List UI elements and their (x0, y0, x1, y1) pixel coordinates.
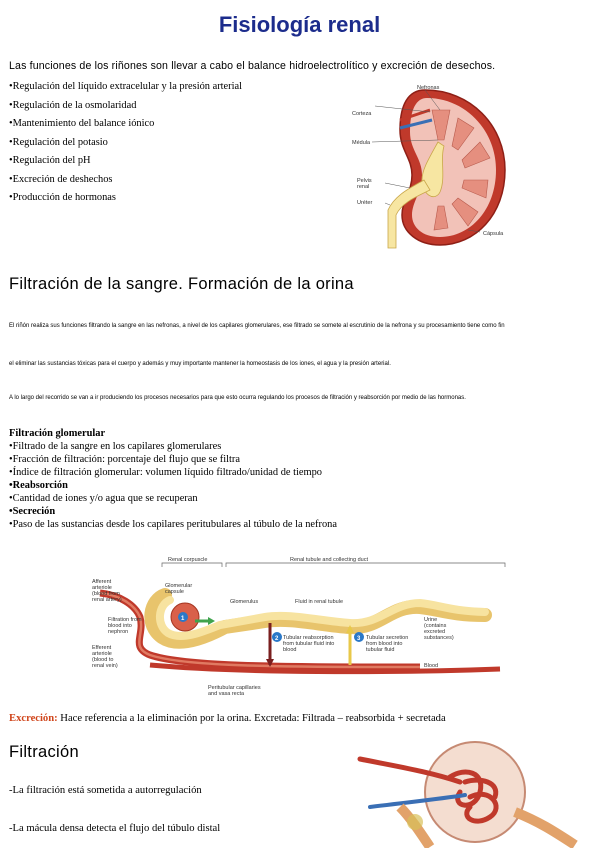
filtracion-line: -La filtración está sometida a autorregu… (9, 785, 202, 796)
label-pelvis: Pelvis (357, 178, 372, 184)
label-filtration: blood into (108, 623, 132, 629)
renal-corpuscle-illustration (357, 741, 578, 848)
list-item: •Secreción (9, 506, 56, 517)
label-afferent: renal artery) (92, 597, 122, 603)
section-title: Filtración (9, 743, 79, 761)
paragraph: El riñón realiza sus funciones filtrando… (9, 323, 505, 329)
label-urine: (contains (424, 623, 447, 629)
label-urine: excreted (424, 629, 445, 635)
label-nefronas: Nefronas (417, 85, 440, 91)
list-item: •Cantidad de iones y/o agua que se recup… (9, 493, 198, 504)
label-efferent: (blood to (92, 657, 113, 663)
label-peritubular: Peritubular capillaries (208, 685, 261, 691)
list-item: •Producción de hormonas (9, 192, 116, 203)
label-renal-tubule: Renal tubule and collecting duct (290, 557, 368, 563)
label-afferent: (blood from (92, 591, 120, 597)
paragraph: el eliminar las sustancias tóxicas para … (9, 361, 391, 367)
label-efferent: Efferent (92, 645, 112, 651)
page-title: Fisiología renal (218, 12, 381, 37)
filtracion-line: -La mácula densa detecta el flujo del tú… (9, 823, 221, 834)
excrecion-definition: Excreción: Hace referencia a la eliminac… (9, 713, 446, 724)
label-afferent: arteriole (92, 585, 112, 591)
step-2-badge: 2 (275, 636, 279, 642)
list-item: •Excreción de deshechos (9, 173, 113, 185)
intro-text: Las funciones de los riñones son llevar … (9, 60, 496, 72)
list-item: •Regulación de la osmolaridad (9, 99, 137, 111)
label-efferent: renal vein) (92, 663, 118, 669)
kidney-illustration: Nefronas Corteza Médula Pelvis renal Uré… (352, 85, 506, 249)
excrecion-text: Hace referencia a la eliminación por la … (57, 713, 446, 724)
excrecion-label: Excreción: (9, 713, 58, 724)
label-renal: renal (357, 184, 369, 190)
label-glomerular-capsule: Glomerular (165, 583, 192, 589)
paragraph: A lo largo del recorrido se van a ir pro… (9, 395, 466, 401)
label-blood: Blood (424, 663, 438, 669)
list-item: •Índice de filtración glomerular: volume… (9, 467, 322, 478)
list-item: •Regulación del líquido extracelular y l… (9, 81, 243, 92)
step-3-badge: 3 (357, 636, 361, 642)
label-reabsorption: Tubular reabsorption (283, 635, 334, 641)
list-item: •Filtrado de la sangre en los capilares … (9, 441, 222, 452)
label-reabsorption: blood (283, 647, 296, 653)
list-item: •Regulación del potasio (9, 136, 108, 148)
list-item: Filtración glomerular (9, 428, 106, 439)
functions-list: •Regulación del líquido extracelular y l… (9, 78, 242, 208)
list-item: •Fracción de filtración: porcentaje del … (9, 454, 240, 465)
label-capsula: Cápsula (483, 231, 504, 237)
label-efferent: arteriole (92, 651, 112, 657)
list-item: •Paso de las sustancias desde los capila… (9, 519, 337, 530)
label-medula: Médula (352, 140, 371, 146)
label-urine: Urine (424, 617, 437, 623)
label-ureter: Uréter (357, 200, 372, 206)
label-filtration: nephron (108, 629, 128, 635)
label-corteza: Corteza (352, 111, 372, 117)
step-1-badge: 1 (181, 616, 185, 622)
list-item: •Reabsorción (9, 480, 68, 491)
label-filtration: Filtration from (108, 617, 142, 623)
label-afferent: Afferent (92, 579, 112, 585)
label-secretion: from blood into (366, 641, 402, 647)
label-secretion: tubular fluid (366, 647, 394, 653)
process-list: Filtración glomerular •Filtrado de la sa… (9, 427, 337, 531)
label-glomerulus: Glomerulus (230, 599, 258, 605)
label-peritubular: and vasa recta (208, 691, 245, 697)
label-fluid: Fluid in renal tubule (295, 599, 343, 605)
section-title: Filtración de la sangre. Formación de la… (9, 275, 354, 293)
list-item: •Regulación del pH (9, 155, 91, 166)
label-glomerular-capsule: capsule (165, 589, 184, 595)
list-item: •Mantenimiento del balance iónico (9, 118, 155, 129)
nephron-diagram: Renal corpuscle Renal tubule and collect… (92, 557, 506, 697)
label-secretion: Tubular secretion (366, 635, 408, 641)
label-urine: substances) (424, 635, 454, 641)
label-renal-corpuscle: Renal corpuscle (168, 557, 207, 563)
label-reabsorption: from tubular fluid into (283, 641, 334, 647)
